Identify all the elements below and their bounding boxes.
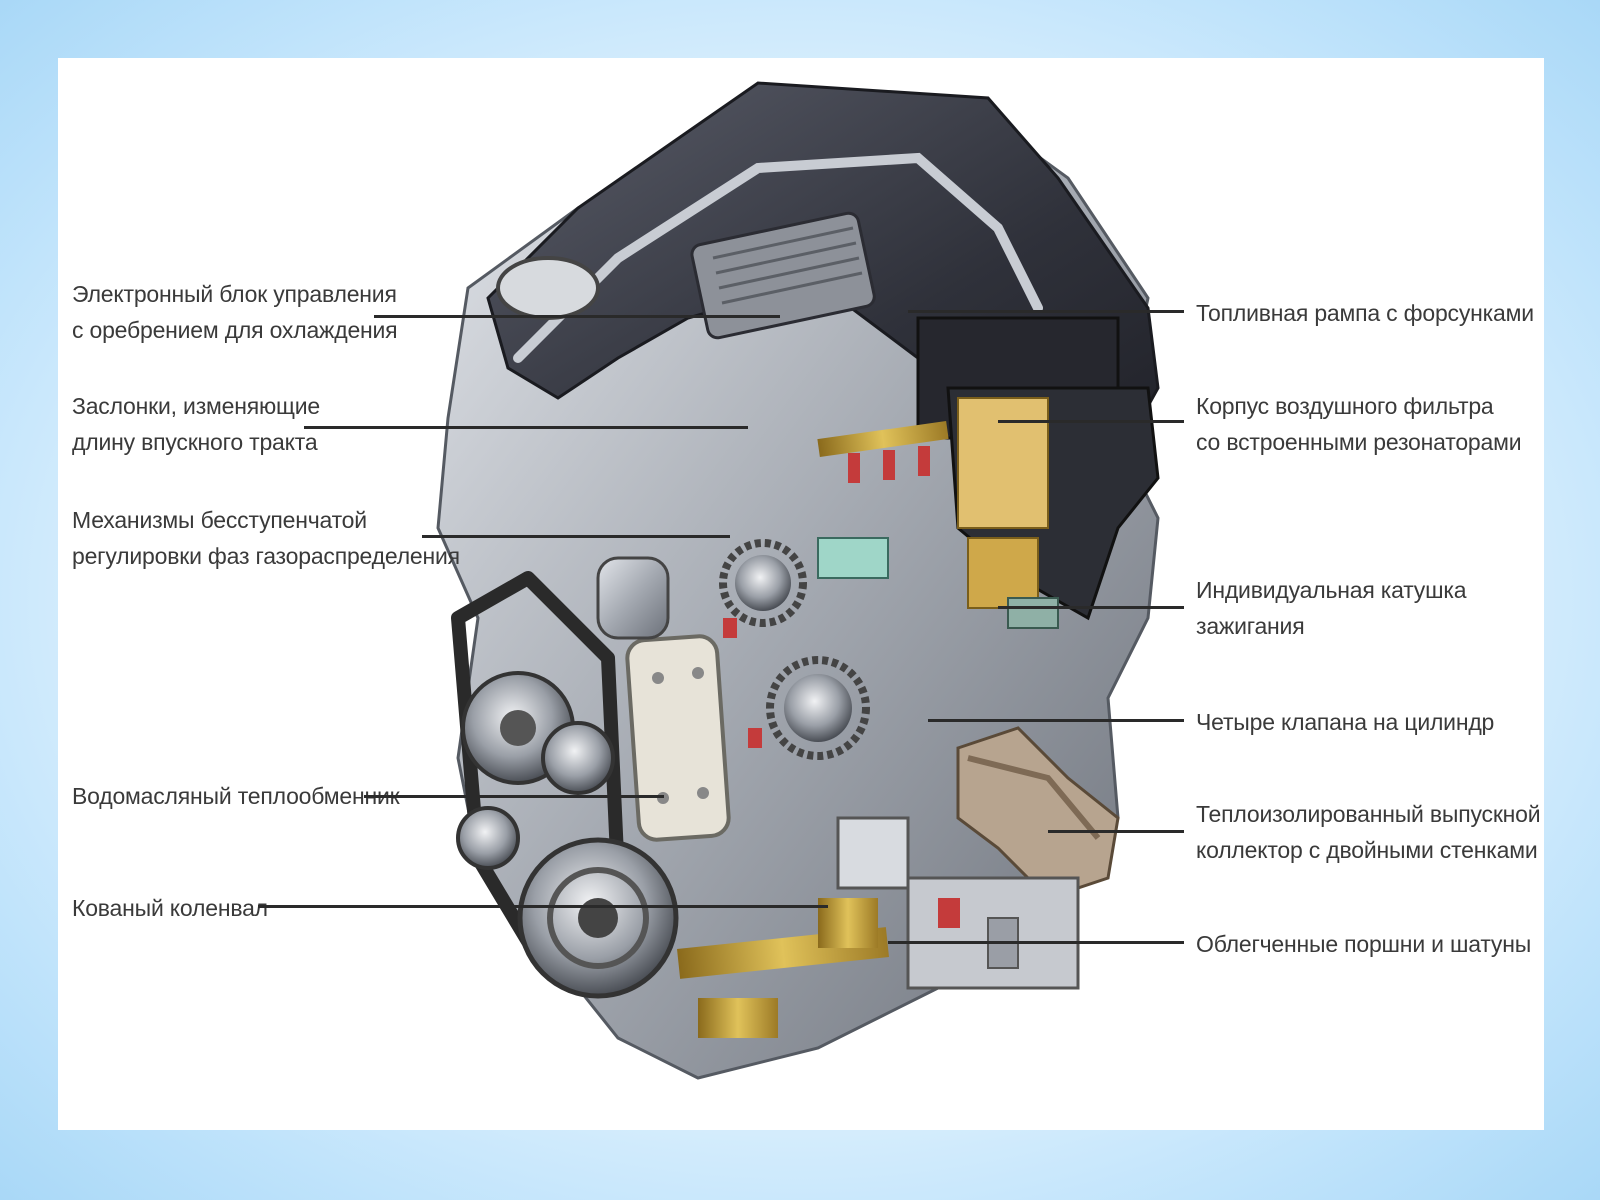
label-oil-cooler: Водомасляный теплообменник — [72, 778, 400, 814]
leader-intake-flaps — [304, 426, 748, 429]
label-pistons: Облегченные поршни и шатуны — [1196, 926, 1531, 962]
label-exhaust-manifold-line1: Теплоизолированный выпускной — [1196, 801, 1541, 827]
label-oil-cooler-line1: Водомасляный теплообменник — [72, 783, 400, 809]
leader-ecu — [374, 315, 780, 318]
label-ecu-line2: с оребрением для охлаждения — [72, 317, 398, 343]
label-ignition-coil-line1: Индивидуальная катушка — [1196, 577, 1467, 603]
leader-pistons — [888, 941, 1184, 944]
leader-air-filter — [998, 420, 1184, 423]
leader-exhaust-manifold — [1048, 830, 1184, 833]
label-cam-phasers: Механизмы бесступенчатой регулировки фаз… — [72, 502, 460, 574]
label-air-filter-line1: Корпус воздушного фильтра — [1196, 393, 1494, 419]
label-intake-flaps-line2: длину впускного тракта — [72, 429, 318, 455]
fuel-rail — [817, 421, 949, 483]
label-cam-phasers-line2: регулировки фаз газораспределения — [72, 543, 460, 569]
crankshaft — [677, 898, 889, 1038]
leader-crankshaft — [258, 905, 828, 908]
leader-valves — [928, 719, 1184, 722]
timing-chain — [719, 537, 889, 760]
label-ecu: Электронный блок управления с оребрением… — [72, 276, 398, 348]
label-ecu-line1: Электронный блок управления — [72, 281, 397, 307]
label-valves-line1: Четыре клапана на цилиндр — [1196, 709, 1495, 735]
belt-drive — [451, 571, 679, 999]
exhaust-manifold — [956, 726, 1120, 900]
engine-cutaway-illustration — [436, 81, 1160, 1080]
label-valves: Четыре клапана на цилиндр — [1196, 704, 1494, 740]
label-intake-flaps-line1: Заслонки, изменяющие — [72, 393, 321, 419]
label-exhaust-manifold-line2: коллектор с двойными стенками — [1196, 837, 1538, 863]
label-crankshaft-line1: Кованый коленвал — [72, 895, 268, 921]
label-pistons-line1: Облегченные поршни и шатуны — [1196, 931, 1532, 957]
label-fuel-rail: Топливная рампа с форсунками — [1196, 295, 1534, 331]
label-ignition-coil-line2: зажигания — [1196, 613, 1305, 639]
ignition-coil — [967, 537, 1059, 629]
leader-fuel-rail — [908, 310, 1184, 313]
leader-oil-cooler — [364, 795, 664, 798]
label-fuel-rail-line1: Топливная рампа с форсунками — [1196, 300, 1534, 326]
label-crankshaft: Кованый коленвал — [72, 890, 268, 926]
label-exhaust-manifold: Теплоизолированный выпускной коллектор с… — [1196, 796, 1541, 868]
label-intake-flaps: Заслонки, изменяющие длину впускного тра… — [72, 388, 320, 460]
leader-ignition-coil — [998, 606, 1184, 609]
oil-cooler — [596, 556, 731, 842]
label-ignition-coil: Индивидуальная катушка зажигания — [1196, 572, 1467, 644]
label-air-filter: Корпус воздушного фильтра со встроенными… — [1196, 388, 1522, 460]
slide-panel: Электронный блок управления с оребрением… — [58, 58, 1544, 1130]
label-cam-phasers-line1: Механизмы бесступенчатой — [72, 507, 367, 533]
leader-cam-phasers — [422, 535, 730, 538]
label-air-filter-line2: со встроенными резонаторами — [1196, 429, 1522, 455]
